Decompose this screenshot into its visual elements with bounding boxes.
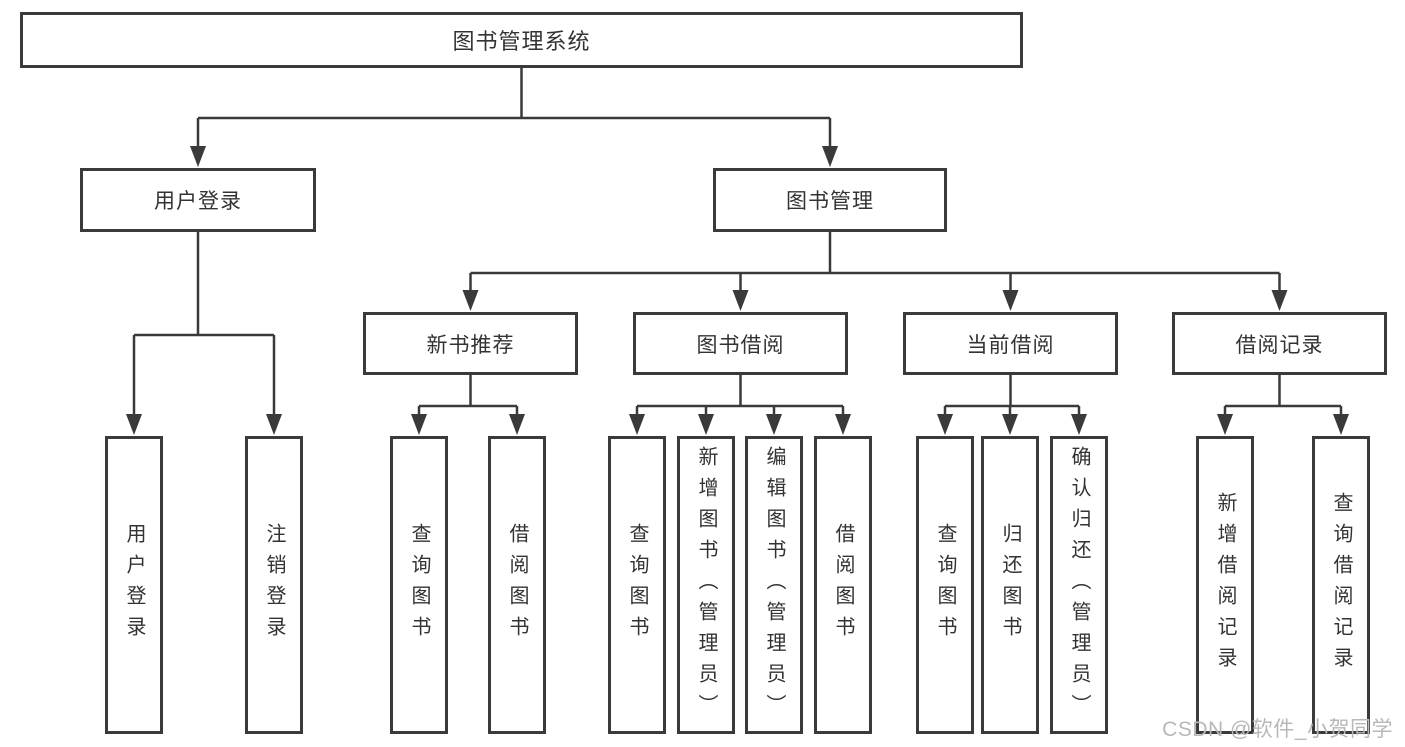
node-add-borrow-record: 新增借阅记录	[1196, 436, 1254, 734]
node-label: 用户登录	[154, 190, 242, 213]
node-book-management: 图书管理	[713, 168, 947, 232]
node-label: 图书借阅	[696, 333, 785, 357]
node-label: 当前借阅	[966, 333, 1055, 357]
node-label: 归还图书	[999, 523, 1021, 647]
node-label: 注销登录	[263, 523, 285, 647]
node-search-books: 查询图书	[916, 436, 974, 734]
watermark-text: CSDN @软件_小贺同学	[1162, 718, 1393, 741]
node-user-login-leaf: 用户登录	[105, 436, 163, 734]
node-return-books: 归还图书	[981, 436, 1039, 734]
node-label: 编辑图书（管理员）	[763, 445, 785, 725]
node-add-books-admin: 新增图书（管理员）	[677, 436, 735, 734]
node-label: 查询图书	[934, 523, 956, 647]
node-search-books: 查询图书	[608, 436, 666, 734]
node-label: 借阅记录	[1235, 333, 1324, 357]
node-label: 借阅图书	[506, 523, 528, 647]
node-logout-leaf: 注销登录	[245, 436, 303, 734]
node-label: 新书推荐	[426, 333, 515, 357]
node-current-borrowing: 当前借阅	[903, 312, 1118, 375]
node-label: 新增借阅记录	[1214, 492, 1236, 678]
node-label: 查询图书	[626, 523, 648, 647]
node-label: 确认归还（管理员）	[1068, 445, 1090, 725]
node-label: 用户登录	[123, 523, 145, 647]
node-label: 新增图书（管理员）	[695, 445, 717, 725]
node-borrow-books: 借阅图书	[488, 436, 546, 734]
node-label: 借阅图书	[832, 523, 854, 647]
node-search-borrow-record: 查询借阅记录	[1312, 436, 1370, 734]
node-label: 查询借阅记录	[1330, 492, 1352, 678]
node-confirm-return-admin: 确认归还（管理员）	[1050, 436, 1108, 734]
node-edit-books-admin: 编辑图书（管理员）	[745, 436, 803, 734]
node-search-books: 查询图书	[390, 436, 448, 734]
node-label: 图书管理系统	[452, 29, 591, 54]
node-borrowing-records: 借阅记录	[1172, 312, 1387, 375]
node-library-management-system: 图书管理系统	[20, 12, 1023, 68]
node-user-login: 用户登录	[80, 168, 316, 232]
node-borrow-books: 借阅图书	[814, 436, 872, 734]
node-label: 图书管理	[786, 190, 874, 213]
node-new-book-recommendation: 新书推荐	[363, 312, 578, 375]
node-label: 查询图书	[408, 523, 430, 647]
node-book-borrowing: 图书借阅	[633, 312, 848, 375]
